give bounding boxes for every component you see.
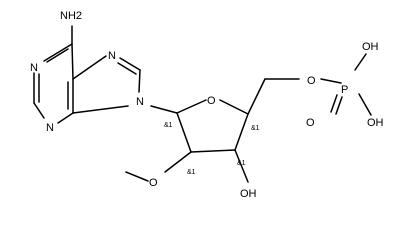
bond-layer (33, 25, 372, 183)
stereo-c2prime: &1 (187, 169, 196, 176)
atom-amino: NH2 (60, 10, 82, 22)
bond-c4prime-c3prime (234, 113, 249, 151)
bond-c8-n9 (138, 69, 141, 93)
bond-o-methyl (125, 171, 149, 182)
bond-n9-c4 (72, 105, 129, 114)
bond-p-oh-top (354, 53, 367, 71)
bond-n9-c1prime (150, 105, 178, 114)
atom-n1: N (30, 62, 38, 74)
atom-o-methoxy: O (149, 177, 158, 189)
atom-label-layer: NH2 N N N N O O OH O P OH OH O (30, 10, 384, 200)
stereo-c1prime: &1 (164, 122, 173, 129)
bond-c2-n3 (33, 102, 45, 119)
bond-o5-p (320, 78, 342, 84)
stereo-label-layer: &1 &1 &1 &1 (164, 122, 260, 176)
atom-o-ring: O (207, 95, 216, 107)
bond-p-o-double-2 (335, 96, 343, 115)
atom-n9: N (136, 96, 144, 108)
stereo-c4prime: &1 (251, 125, 260, 132)
bond-n7-c8-double (117, 62, 137, 75)
bond-c6-n1 (43, 43, 73, 62)
atom-n7: N (108, 50, 116, 62)
bond-c2prime-o (164, 151, 192, 173)
bond-n7-c8 (119, 57, 141, 71)
atom-oh-p-right: OH (367, 117, 384, 129)
bond-o4-c4prime (219, 99, 249, 115)
bond-c5-c6 (71, 43, 74, 80)
bond-c4prime-c5prime (247, 78, 266, 115)
chemical-structure: NH2 N N N N O O OH O P OH OH O &1 &1 &1 … (30, 10, 384, 200)
bond-c1prime-o4 (176, 99, 207, 114)
bond-n3-c4 (57, 112, 74, 124)
bond-c2prime-c1prime (176, 112, 192, 153)
bond-p-o-double-1 (330, 94, 338, 113)
bond-c3prime-c2prime (190, 149, 236, 153)
atom-o-5prime: O (307, 75, 316, 87)
atom-oh-3prime: OH (240, 188, 257, 200)
atom-o-ester: O (306, 117, 315, 129)
stereo-c3prime: &1 (237, 160, 246, 167)
bond-c3prime-oh (234, 149, 249, 183)
atom-p: P (341, 84, 348, 96)
atom-n3: N (46, 122, 54, 134)
bond-c5-n7 (72, 55, 107, 80)
bond-c6-n1-double (46, 48, 69, 63)
atom-oh-p-top: OH (362, 41, 379, 53)
bond-p-oh-right (358, 93, 372, 116)
